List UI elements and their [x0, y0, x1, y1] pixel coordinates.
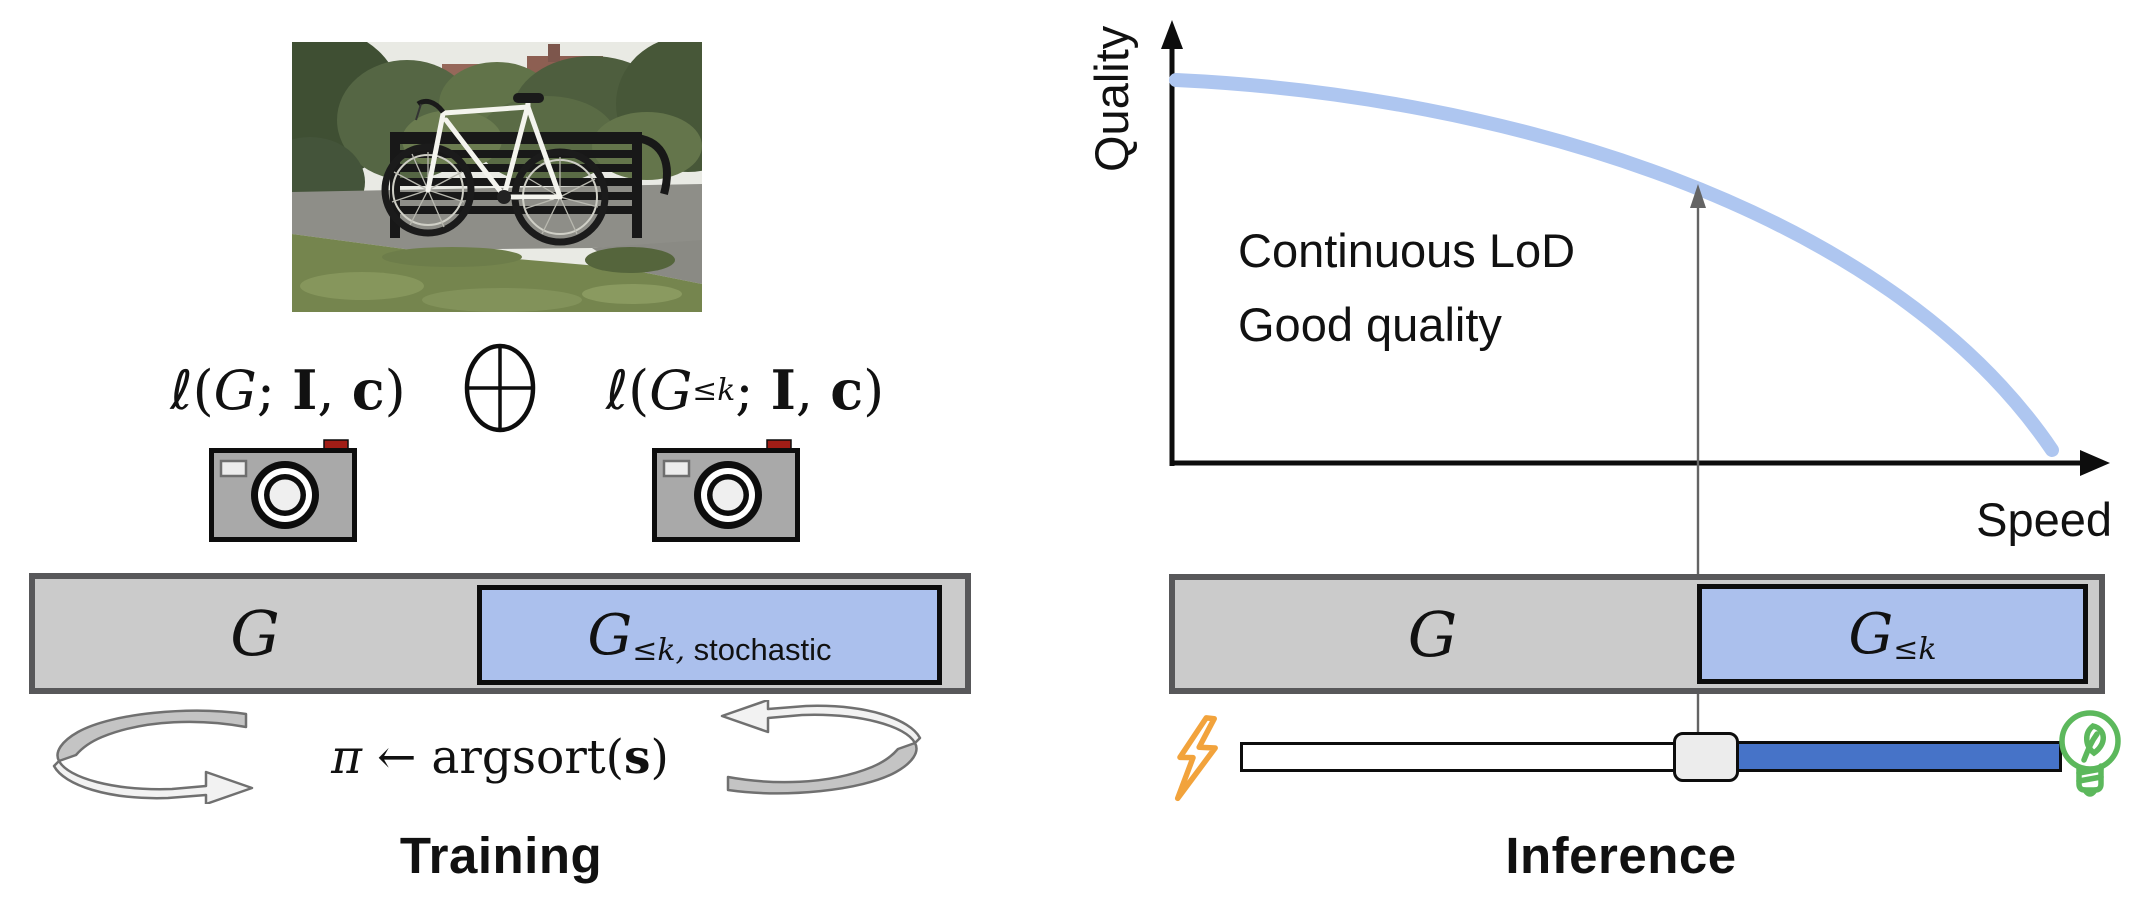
lightning-icon [1174, 715, 1218, 802]
image-symbol: I [770, 358, 796, 422]
quality-speed-plot [1161, 20, 2110, 745]
subscript-leq-k: ≤k, [632, 633, 686, 668]
argsort-text: argsort( [431, 729, 625, 785]
camera-symbol: c [830, 358, 864, 422]
comma: , [317, 358, 352, 422]
annotation-line-2: Good quality [1238, 298, 1502, 351]
subscript-leq-k: ≤k [692, 372, 736, 408]
loss-term-masked: ℓ(G≤k; I, c) [580, 344, 910, 436]
x-axis-arrowhead [2080, 450, 2110, 476]
bulb-icon [2059, 710, 2121, 797]
semicolon: ; [735, 358, 771, 422]
script-g: G [649, 358, 693, 422]
plot-annotation: Continuous LoD Good quality [1238, 214, 1575, 362]
training-masked-subset-box: G≤k, stochastic [477, 585, 942, 685]
training-photo-bicycle [292, 42, 702, 312]
pi-symbol: π [331, 729, 363, 785]
photo-grass [292, 234, 702, 312]
subscript-leq-k: ≤k [1893, 631, 1937, 667]
subscript-stochastic: stochastic [685, 632, 832, 667]
y-axis-arrowhead [1161, 20, 1183, 49]
paren-close: ) [863, 358, 885, 422]
camera-symbol: c [351, 358, 385, 422]
training-bar-full-label: G [35, 578, 475, 688]
slider-track-quality[interactable] [1702, 741, 2062, 772]
oplus-icon [464, 343, 536, 433]
inference-bar-full-label: G [1175, 579, 1690, 689]
semicolon: ; [256, 358, 293, 422]
annotation-line-1: Continuous LoD [1238, 224, 1576, 277]
loss-term-full: ℓ(G; I, c) [163, 344, 413, 436]
plot-ylabel: Quality [1085, 26, 1138, 173]
image-symbol: I [292, 358, 318, 422]
quality-speed-curve [1169, 73, 2059, 457]
slider-handle[interactable] [1673, 732, 1739, 782]
script-g: G [213, 358, 257, 422]
photo-bicycle [381, 93, 609, 246]
loop-arrow-icon [720, 700, 922, 795]
script-g: G [1407, 597, 1458, 671]
plot-xlabel: Speed [1976, 493, 2112, 546]
training-caption: Training [399, 827, 603, 884]
paren-close: ) [650, 729, 669, 785]
paren-close: ) [384, 358, 406, 422]
loss-ell-open: ℓ( [605, 358, 650, 422]
argsort-update-rule: π ← argsort(s) [290, 722, 710, 792]
loop-arrow-icon [52, 709, 254, 804]
loss-ell-open: ℓ( [170, 358, 214, 422]
camera-icon [209, 439, 357, 542]
script-g: G [1848, 601, 1894, 667]
scores-symbol: s [624, 729, 651, 785]
script-g: G [587, 602, 633, 668]
inference-caption: Inference [1505, 827, 1737, 884]
left-arrow-symbol: ← [362, 729, 432, 785]
slider-track-fast[interactable] [1240, 742, 1706, 772]
comma: , [795, 358, 831, 422]
script-g: G [230, 596, 280, 670]
inference-masked-subset-box: G≤k [1697, 584, 2088, 684]
camera-icon [652, 439, 800, 542]
operating-point-arrowhead [1690, 184, 1706, 208]
